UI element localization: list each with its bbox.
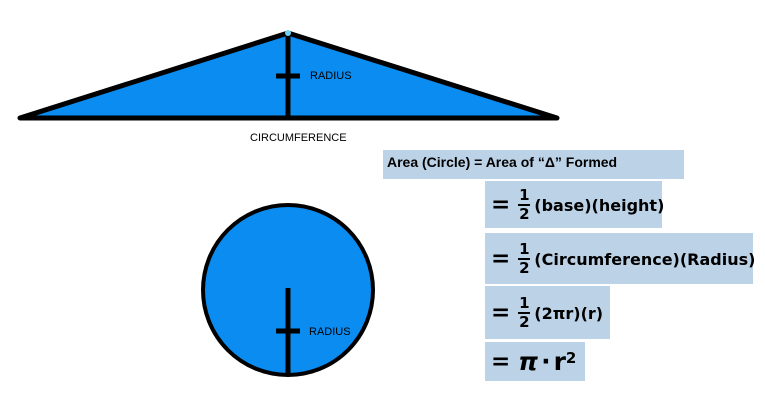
equation-line-2-text: (Circumference)(Radius): [534, 249, 756, 269]
equation-line-1-box: [485, 181, 662, 228]
equation-header-box: [383, 150, 684, 179]
fraction-denominator: 2: [519, 259, 530, 277]
fraction-denominator: 2: [519, 313, 530, 331]
triangle-apex-point: [285, 30, 291, 36]
multiplication-dot: ·: [541, 347, 551, 376]
equation-line-1: = 1 2 (base)(height): [491, 183, 664, 227]
equals-sign: =: [491, 348, 511, 375]
equation-line-3-text: (2πr)(r): [534, 303, 604, 323]
equals-sign: =: [491, 300, 511, 326]
triangle-base-label: CIRCUMFERENCE: [250, 132, 347, 144]
triangle-radius-label: RADIUS: [310, 70, 352, 82]
equation-line-3-box: [485, 286, 610, 339]
fraction-denominator: 2: [519, 205, 530, 223]
fraction-one-half: 1 2: [518, 240, 531, 277]
equals-sign: =: [491, 192, 511, 218]
circle-radius-label: RADIUS: [309, 326, 351, 338]
equation-final-box: [485, 342, 585, 381]
equation-header: Area (Circle) = Area of “Δ” Formed: [387, 154, 618, 170]
equation-line-3: = 1 2 (2πr)(r): [491, 289, 603, 337]
fraction-numerator: 1: [519, 186, 530, 204]
fraction-one-half: 1 2: [518, 186, 531, 223]
radius-variable: r: [553, 347, 566, 376]
equation-final: = π · r 2: [491, 342, 576, 381]
fraction-one-half: 1 2: [518, 294, 531, 331]
pi-symbol: π: [518, 347, 539, 376]
fraction-numerator: 1: [519, 240, 530, 258]
exponent: 2: [565, 348, 577, 367]
equals-sign: =: [491, 246, 511, 272]
fraction-numerator: 1: [519, 294, 530, 312]
equation-line-1-text: (base)(height): [534, 195, 665, 215]
equation-line-2: = 1 2 (Circumference)(Radius): [491, 236, 755, 282]
